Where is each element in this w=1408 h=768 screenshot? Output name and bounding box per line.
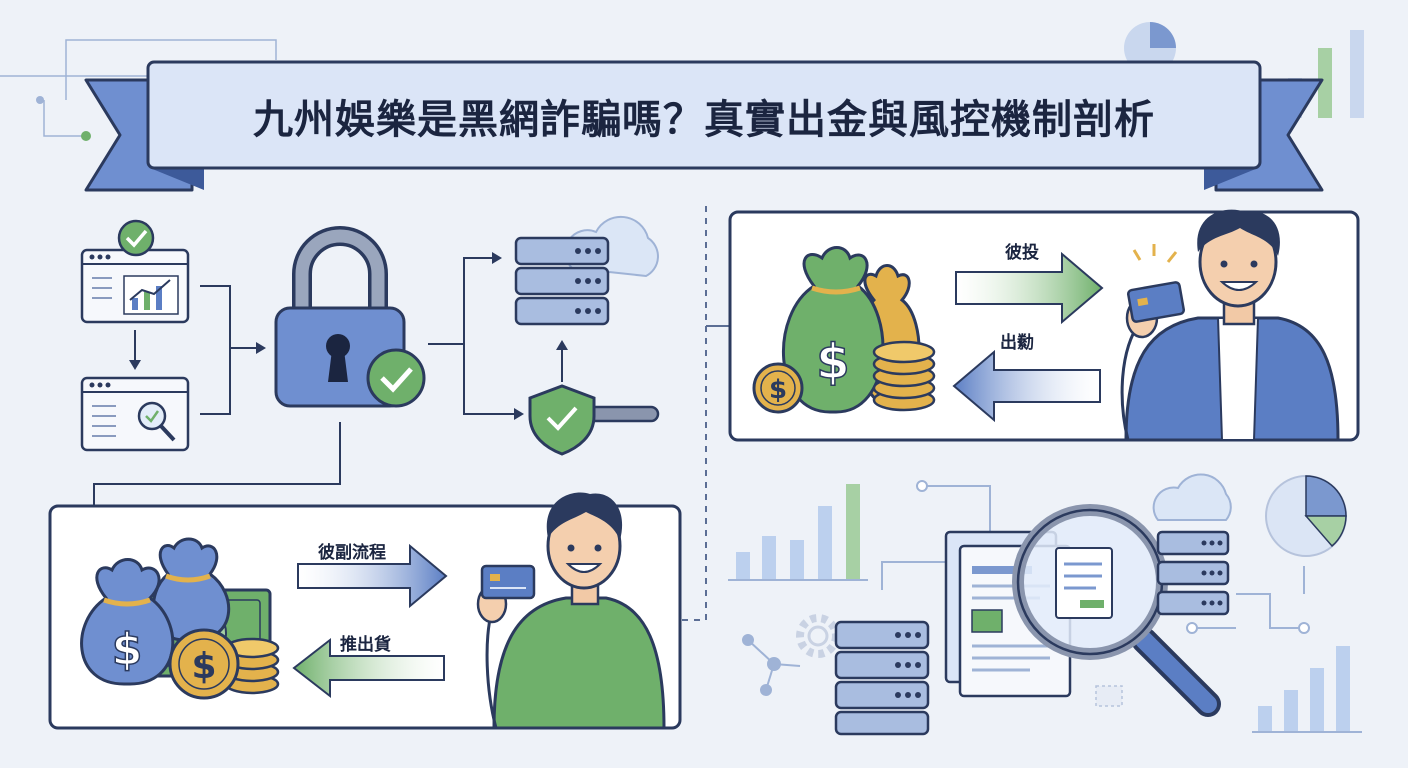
credit-card-icon (1127, 244, 1185, 323)
deposit-label: 彼投 (1005, 243, 1039, 263)
decor-node-icon (81, 131, 91, 141)
magnifier-icon (1012, 504, 1221, 717)
server-rack-icon (834, 620, 930, 736)
decor-node-icon (36, 96, 44, 104)
svg-text:$: $ (816, 334, 849, 390)
bar-chart-icon (1252, 646, 1362, 733)
shield-key-icon (528, 384, 660, 456)
security-flow (80, 215, 660, 456)
report-window-icon (80, 248, 190, 324)
title-ribbon (84, 60, 1324, 192)
network-nodes-icon (742, 634, 801, 696)
user-avatar-icon (476, 492, 666, 730)
money-bag-icon: $ (80, 537, 231, 686)
cloud-server-icon (1152, 473, 1232, 616)
check-badge-icon (366, 348, 426, 408)
svg-text:$: $ (769, 375, 787, 405)
process-panel: $ $ (48, 492, 682, 730)
process-arrow-icon (297, 543, 448, 609)
search-window-icon (80, 376, 190, 452)
withdraw-label: 出勬 (1000, 333, 1034, 353)
cloud-server-icon (514, 215, 659, 326)
pie-chart-icon (1265, 475, 1347, 557)
withdraw-arrow-icon (952, 349, 1101, 423)
audit-illustration (728, 473, 1362, 736)
credit-card-icon (480, 564, 536, 600)
user-avatar-icon (1120, 209, 1340, 442)
coin-icon: $ (168, 628, 240, 700)
return-label: 推出貨 (340, 635, 391, 655)
process-label: 彼副流程 (318, 543, 386, 563)
deposit-arrow-icon (955, 251, 1104, 325)
coin-stack-icon (872, 340, 936, 412)
page-title: 九州娛樂是黑網詐騙嗎？真實出金與風控機制剖析 (253, 97, 1155, 143)
check-badge-icon (117, 219, 155, 257)
gear-icon (796, 614, 840, 658)
coin-icon: $ (752, 362, 804, 414)
svg-text:$: $ (112, 624, 143, 675)
return-arrow-icon (292, 637, 445, 699)
svg-text:$: $ (191, 646, 216, 687)
decor-lines-top-left (0, 39, 277, 137)
deposit-withdraw-panel: $ $ (728, 209, 1360, 442)
